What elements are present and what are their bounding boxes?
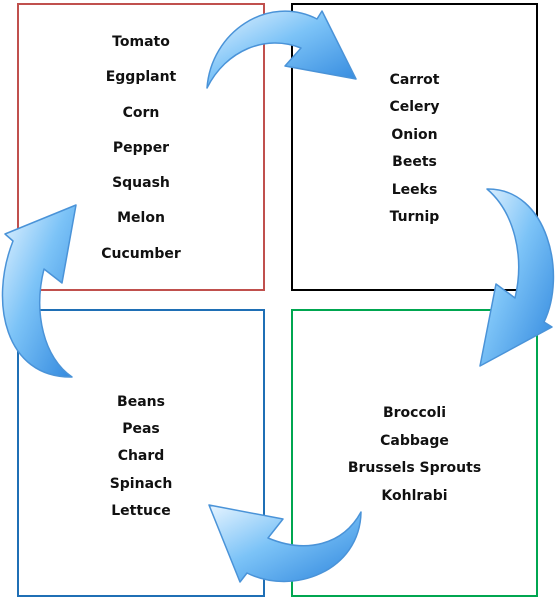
crop-list-top-left: Tomato Eggplant Corn Pepper Squash Melon… [19, 31, 263, 278]
list-item: Leeks [391, 181, 438, 198]
list-item: Eggplant [105, 69, 177, 86]
crop-list-top-right: Carrot Celery Onion Beets Leeks Turnip [293, 69, 536, 233]
list-item: Broccoli [382, 405, 446, 421]
crop-list-bottom-right: Broccoli Cabbage Brussels Sprouts Kohlra… [293, 402, 536, 512]
list-item: Cucumber [101, 245, 181, 262]
list-item: Onion [391, 126, 438, 143]
list-item: Squash [112, 175, 170, 192]
list-item: Chard [117, 448, 165, 465]
list-item: Melon [117, 210, 165, 227]
quadrant-bottom-right: Broccoli Cabbage Brussels Sprouts Kohlra… [291, 309, 538, 597]
quadrant-top-left: Tomato Eggplant Corn Pepper Squash Melon… [17, 3, 265, 291]
list-item: Tomato [112, 34, 170, 50]
list-item: Cabbage [380, 432, 449, 449]
crop-list-bottom-left: Beans Peas Chard Spinach Lettuce [19, 391, 263, 527]
quadrant-bottom-left: Beans Peas Chard Spinach Lettuce [17, 309, 265, 597]
list-item: Carrot [389, 72, 440, 88]
list-item: Beans [117, 394, 165, 410]
list-item: Kohlrabi [381, 487, 448, 504]
list-item: Peas [122, 421, 160, 438]
list-item: Lettuce [111, 502, 171, 519]
list-item: Spinach [109, 475, 173, 492]
list-item: Pepper [112, 139, 170, 156]
list-item: Turnip [389, 208, 440, 225]
list-item: Brussels Sprouts [347, 460, 482, 476]
list-item: Beets [392, 154, 437, 171]
quadrant-top-right: Carrot Celery Onion Beets Leeks Turnip [291, 3, 538, 291]
list-item: Corn [122, 104, 160, 121]
list-item: Celery [389, 99, 440, 116]
